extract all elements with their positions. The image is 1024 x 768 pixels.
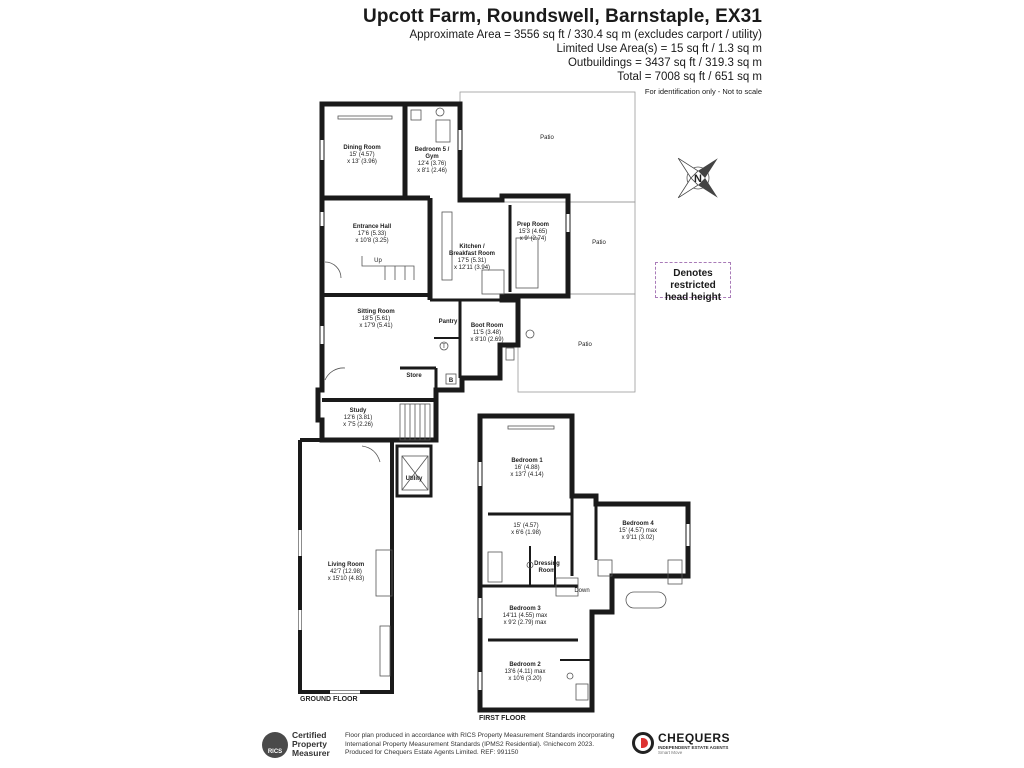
compass-north-letter: N xyxy=(694,173,702,185)
plan-title: Upcott Farm, Roundswell, Barnstaple, EX3… xyxy=(363,6,762,27)
scale-note: For identification only - Not to scale xyxy=(644,87,762,96)
landing-dim2: x 6'6 (1.98) xyxy=(511,530,541,536)
b-label: B xyxy=(449,378,454,384)
bedroom1-dim2: x 13'7 (4.14) xyxy=(510,472,543,478)
bedroom1-dim1: 16' (4.88) xyxy=(514,465,539,471)
kitchen-dim2: x 12'11 (3.94) xyxy=(454,265,490,271)
bedroom2-name: Bedroom 2 xyxy=(509,662,541,668)
bedroom5-dim2: x 8'1 (2.46) xyxy=(417,168,447,174)
area-total: Total = 7008 sq ft / 651 sq m xyxy=(617,71,762,83)
rics-logo-icon: RICS xyxy=(262,731,288,758)
utility-label: Utility xyxy=(406,476,423,482)
entrance-hall-name: Entrance Hall xyxy=(353,224,392,230)
note-line1: Floor plan produced in accordance with R… xyxy=(345,732,615,739)
sitting-room-dim1: 18'5 (5.61) xyxy=(362,316,391,322)
study-name: Study xyxy=(350,408,367,414)
dressing-room-name: Dressing xyxy=(534,561,560,567)
first-floor-label: FIRST FLOOR xyxy=(479,715,526,722)
restricted-height-legend: Denotes restricted head height xyxy=(655,262,731,303)
study-dim1: 12'6 (3.81) xyxy=(344,415,373,421)
patio-east-label: Patio xyxy=(592,240,606,246)
kitchen-name2: Breakfast Room xyxy=(449,251,495,257)
boot-room-dim1: 11'5 (3.48) xyxy=(473,330,501,336)
sitting-room-dim2: x 17'9 (5.41) xyxy=(359,323,392,329)
bedroom4-dim1: 15' (4.57) max xyxy=(619,528,657,534)
dining-room-dim1: 15' (4.57) xyxy=(349,152,374,158)
study-dim2: x 7'5 (2.26) xyxy=(343,422,373,428)
pantry-label: Pantry xyxy=(439,319,458,325)
bedroom2-dim1: 13'6 (4.11) max xyxy=(504,669,545,675)
note-line3: Produced for Chequers Estate Agents Limi… xyxy=(345,749,519,756)
patio-east xyxy=(569,201,636,295)
boot-room-name: Boot Room xyxy=(471,323,503,329)
living-room-name: Living Room xyxy=(328,562,364,568)
bedroom5-dim1: 12'4 (3.76) xyxy=(418,161,447,167)
dining-room-name: Dining Room xyxy=(343,145,380,151)
rics-text: Certified Property Measurer xyxy=(292,731,330,758)
chequers-brand: CHEQUERS INDEPENDENT ESTATE AGENTS Smart… xyxy=(632,731,730,755)
kitchen-name: Kitchen / xyxy=(459,244,485,250)
ground-windows xyxy=(298,130,570,694)
patio-north-label: Patio xyxy=(540,135,554,141)
first-floor-fittings xyxy=(487,425,683,701)
brand-tagline: Smart Move xyxy=(658,750,683,755)
brand-text: CHEQUERS INDEPENDENT ESTATE AGENTS Smart… xyxy=(658,731,730,755)
bedroom1-name: Bedroom 1 xyxy=(511,458,543,464)
prep-room-name: Prep Room xyxy=(517,222,549,228)
legend-line1: Denotes restricted xyxy=(670,268,716,291)
patio-south xyxy=(517,293,636,393)
living-room-dim1: 42'7 (12.98) xyxy=(330,569,362,575)
ground-floor-label: GROUND FLOOR xyxy=(300,696,358,703)
measurement-note: Floor plan produced in accordance with R… xyxy=(345,732,630,758)
living-room-dim2: x 15'10 (4.83) xyxy=(328,576,365,582)
prep-room-dim1: 15'3 (4.65) xyxy=(519,229,548,235)
prep-room-dim2: x 9' (2.74) xyxy=(520,236,547,242)
bedroom5-name: Bedroom 5 / xyxy=(415,147,450,153)
note-line2: International Property Measurement Stand… xyxy=(345,740,595,748)
bedroom2-dim2: x 10'6 (3.20) xyxy=(508,676,541,682)
t-label: T xyxy=(442,344,446,350)
first-windows xyxy=(478,462,690,690)
landing-dim1: 15' (4.57) xyxy=(513,523,538,529)
patio-south-label: Patio xyxy=(578,342,592,348)
bedroom3-name: Bedroom 3 xyxy=(509,606,541,612)
dining-room-dim2: x 13' (3.96) xyxy=(347,159,377,165)
rics-line1: Certified xyxy=(292,730,327,740)
dressing-room-name2: Room xyxy=(539,568,556,574)
first-floor-walls xyxy=(477,413,691,713)
area-approx: Approximate Area = 3556 sq ft / 330.4 sq… xyxy=(409,29,762,41)
kitchen-dim1: 17'5 (5.31) xyxy=(458,258,487,264)
rics-line2: Property xyxy=(292,739,327,749)
entrance-hall-dim2: x 10'8 (3.25) xyxy=(355,238,388,244)
ground-floor-fittings xyxy=(324,107,539,677)
bedroom4-dim2: x 9'11 (3.02) xyxy=(622,535,655,541)
rics-badge: RICS Certified Property Measurer xyxy=(262,731,330,758)
brand-subtitle: INDEPENDENT ESTATE AGENTS xyxy=(658,745,729,750)
store-label: Store xyxy=(406,373,422,379)
stairs-up-label: Up xyxy=(374,258,382,264)
boot-room-dim2: x 8'10 (2.69) xyxy=(470,337,503,343)
bedroom5-name2: Gym xyxy=(425,154,438,160)
entrance-hall-dim1: 17'6 (5.33) xyxy=(358,231,387,237)
brand-name: CHEQUERS xyxy=(658,731,731,745)
stairs-down-label: Down xyxy=(574,588,589,594)
legend-line2: head height xyxy=(664,292,722,303)
area-limited: Limited Use Area(s) = 15 sq ft / 1.3 sq … xyxy=(556,43,763,55)
chequers-logo-icon xyxy=(632,732,654,754)
rics-line3: Measurer xyxy=(292,748,330,758)
bedroom3-dim2: x 9'2 (2.79) max xyxy=(504,620,547,626)
patio-north xyxy=(459,91,636,203)
area-outbuildings: Outbuildings = 3437 sq ft / 319.3 sq m xyxy=(567,57,762,69)
bedroom3-dim1: 14'11 (4.55) max xyxy=(503,613,547,619)
sitting-room-name: Sitting Room xyxy=(357,309,394,315)
compass-icon xyxy=(677,157,718,199)
bedroom4-name: Bedroom 4 xyxy=(622,521,654,527)
ground-floor-walls xyxy=(298,101,571,694)
